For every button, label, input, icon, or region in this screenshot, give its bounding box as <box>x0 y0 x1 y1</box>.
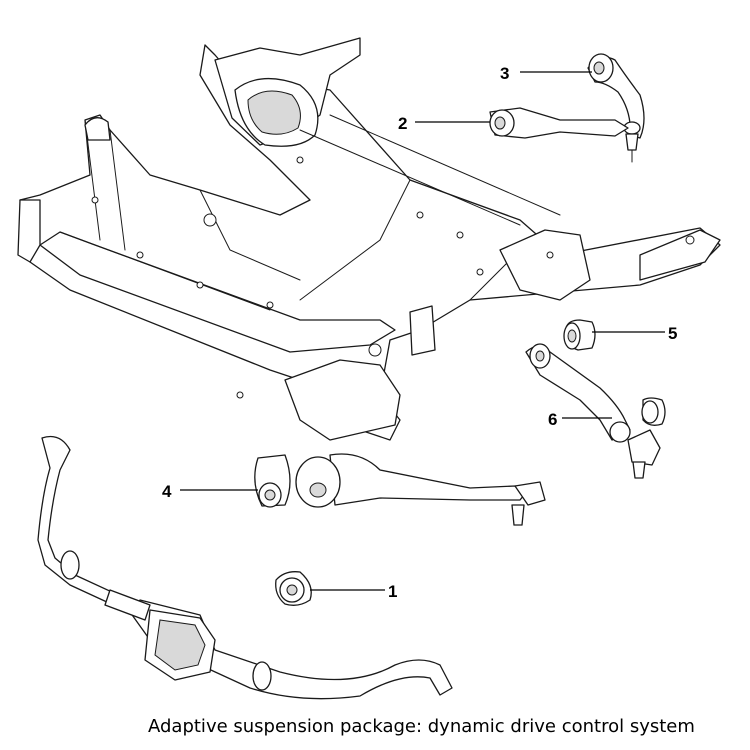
stabilizer-bar <box>37 435 453 700</box>
tension-strut <box>254 453 546 526</box>
callout-number-2: 2 <box>398 114 407 133</box>
callout-number-5: 5 <box>668 324 677 343</box>
control-arm-bushing <box>563 319 596 351</box>
lower-wishbone <box>489 107 629 139</box>
diagram-caption: Adaptive suspension package: dynamic dri… <box>148 716 695 737</box>
callout-number-4: 4 <box>162 482 172 501</box>
callout-number-3: 3 <box>500 64 509 83</box>
callout-number-1: 1 <box>388 582 397 601</box>
upper-wishbone <box>587 53 645 163</box>
callout-number-6: 6 <box>548 410 557 429</box>
control-arm <box>525 343 666 479</box>
callouts: 3 2 5 6 4 1 <box>162 64 677 601</box>
front-subframe <box>17 37 721 441</box>
stabilizer-bushing <box>275 571 312 606</box>
